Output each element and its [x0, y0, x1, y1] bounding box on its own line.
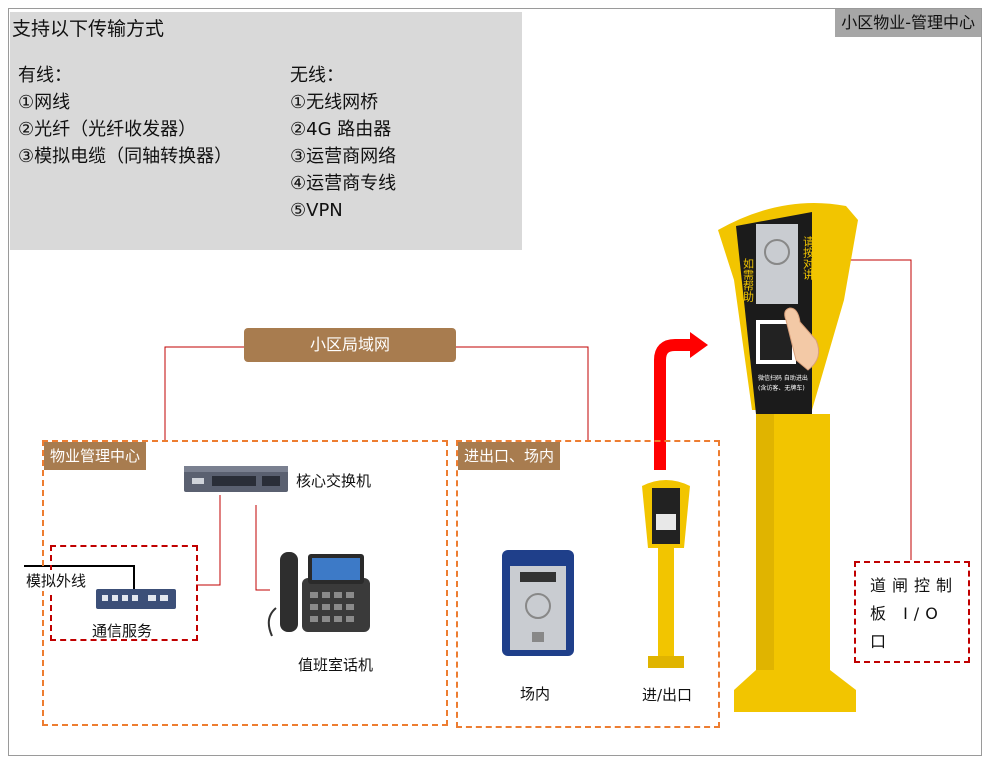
desk-phone-icon [267, 552, 370, 637]
comm-service-zone [50, 545, 198, 641]
kiosk-bottom-text-1: 微信扫码 自助进出 [758, 374, 808, 382]
corner-title: 小区物业-管理中心 [835, 9, 981, 37]
wireless-list: 无线： ①无线网桥 ②4G 路由器 ③运营商网络 ④运营商专线 ⑤VPN [290, 62, 396, 224]
gate-label: 进/出口 [642, 686, 693, 704]
entrance-tag: 进出口、场内 [458, 442, 561, 470]
wireless-item: ⑤VPN [290, 200, 343, 221]
wired-heading: 有线： [18, 65, 72, 86]
comm-service-icon [96, 589, 176, 609]
comm-service-label: 通信服务 [92, 622, 153, 640]
wired-item: ③模拟电缆（同轴转换器） [18, 146, 233, 167]
wireless-item: ①无线网桥 [290, 92, 379, 113]
indoor-label: 场内 [520, 685, 551, 703]
core-switch-label: 核心交换机 [296, 472, 372, 490]
wired-item: ②光纤（光纤收发器） [18, 119, 197, 140]
lan-label: 小区局域网 [244, 328, 456, 362]
analog-line-label: 模拟外线 [26, 570, 87, 591]
transport-info-panel [10, 12, 522, 250]
wireless-item: ③运营商网络 [290, 146, 397, 167]
gate-io-zone [854, 561, 970, 663]
kiosk-bottom-text-2: (含访客、无牌车) [758, 384, 805, 392]
property-center-tag: 物业管理中心 [44, 442, 147, 470]
duty-phone-label: 值班室话机 [298, 656, 374, 674]
gate-io-label: 道闸控制板 I/O口 [870, 576, 959, 651]
core-switch-icon [184, 466, 288, 492]
kiosk-left-text: 如需帮助 [742, 257, 755, 303]
wireless-item: ②4G 路由器 [290, 119, 392, 140]
wired-list: 有线： ①网线 ②光纤（光纤收发器） ③模拟电缆（同轴转换器） [18, 62, 232, 170]
parking-kiosk-icon: 如需帮助 请按对讲 微信扫码 自助进出 (含访客、无牌车) [718, 203, 858, 712]
transport-title: 支持以下传输方式 [12, 18, 165, 40]
diagram-frame [8, 8, 982, 756]
wireless-heading: 无线： [290, 65, 344, 86]
wired-item: ①网线 [18, 92, 71, 113]
gate-kiosk-small-icon [642, 480, 690, 668]
entrance-zone [456, 440, 720, 728]
wireless-item: ④运营商专线 [290, 173, 397, 194]
indoor-intercom-icon [502, 550, 574, 656]
kiosk-right-text: 请按对讲 [802, 236, 815, 281]
